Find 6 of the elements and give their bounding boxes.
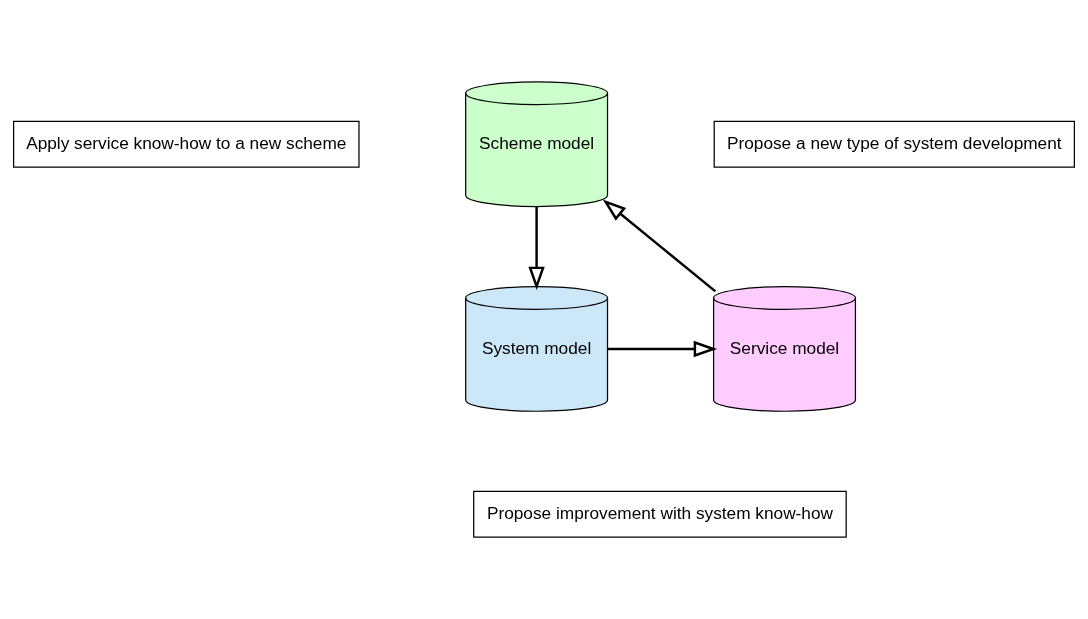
node-box: Propose a new type of system development [713, 120, 1075, 168]
arrow [607, 340, 718, 358]
arrow [602, 199, 717, 293]
node-box: Propose improvement with system know-how [473, 490, 847, 538]
arrow [528, 206, 545, 291]
node-box: Apply service know-how to a new scheme [13, 120, 360, 168]
